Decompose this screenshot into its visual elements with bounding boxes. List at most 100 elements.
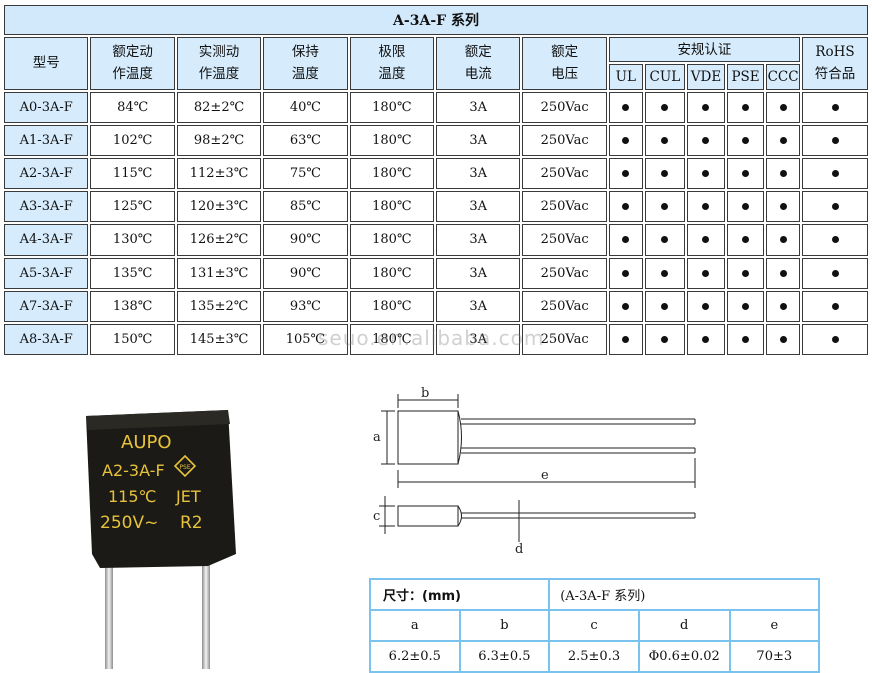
bullet-icon bbox=[702, 170, 710, 178]
dim-col-b: b bbox=[458, 609, 551, 642]
cell-rated: 84℃ bbox=[90, 91, 175, 124]
dim-series: (A-3A-F 系列) bbox=[548, 578, 820, 611]
bullet-icon bbox=[742, 103, 750, 111]
cell-limit: 180℃ bbox=[349, 224, 435, 256]
bullet-icon bbox=[702, 302, 710, 310]
compliance-cell bbox=[686, 191, 726, 223]
photo-voltage: 250V~ bbox=[100, 513, 158, 533]
svg-text:PSE: PSE bbox=[179, 464, 190, 471]
cell-current: 3A bbox=[436, 125, 521, 157]
cell-limit: 180℃ bbox=[349, 125, 435, 157]
header-rated-current: 额定电流 bbox=[436, 37, 521, 90]
cell-rated: 102℃ bbox=[90, 125, 175, 157]
cell-voltage: 250Vac bbox=[522, 191, 607, 223]
cell-model: A8-3A-F bbox=[4, 323, 89, 355]
compliance-cell bbox=[727, 290, 765, 322]
bullet-icon bbox=[702, 203, 710, 211]
bullet-icon bbox=[622, 103, 630, 111]
cell-limit: 180℃ bbox=[349, 191, 435, 223]
header-hold-temp: 保持温度 bbox=[263, 37, 348, 90]
compliance-cell bbox=[727, 257, 765, 289]
dim-val-e: 70±3 bbox=[728, 640, 821, 673]
compliance-cell bbox=[766, 125, 801, 157]
compliance-cell bbox=[766, 290, 801, 322]
bullet-icon bbox=[702, 137, 710, 145]
bullet-icon bbox=[622, 203, 630, 211]
bullet-icon bbox=[661, 269, 669, 277]
cell-model: A0-3A-F bbox=[4, 91, 89, 124]
spec-table: A-3A-F 系列 型号 额定动作温度 实测动作温度 保持温度 极限温度 额定电… bbox=[2, 3, 870, 357]
header-model: 型号 bbox=[4, 37, 89, 90]
dim-col-e: e bbox=[728, 609, 821, 642]
photo-model: A2-3A-F bbox=[102, 461, 165, 480]
cell-current: 3A bbox=[436, 191, 521, 223]
compliance-cell bbox=[802, 323, 868, 355]
cell-actual: 82±2℃ bbox=[176, 91, 262, 124]
cell-hold: 40℃ bbox=[263, 91, 348, 124]
product-photo: PSE AUPO A2-3A-F 115℃ JET 250V~ R2 bbox=[86, 410, 236, 669]
compliance-cell bbox=[608, 125, 643, 157]
bullet-icon bbox=[702, 335, 710, 343]
cell-voltage: 250Vac bbox=[522, 290, 607, 322]
compliance-cell bbox=[727, 224, 765, 256]
bullet-icon bbox=[742, 137, 750, 145]
component-body bbox=[86, 410, 236, 568]
pse-mark-icon: PSE bbox=[173, 454, 197, 478]
bullet-icon bbox=[831, 170, 839, 178]
compliance-cell bbox=[644, 323, 685, 355]
drawing-body-side bbox=[397, 505, 459, 527]
bullet-icon bbox=[661, 335, 669, 343]
bullet-icon bbox=[779, 103, 787, 111]
cell-model: A4-3A-F bbox=[4, 224, 89, 256]
cell-actual: 135±2℃ bbox=[176, 290, 262, 322]
cell-voltage: 250Vac bbox=[522, 125, 607, 157]
cell-voltage: 250Vac bbox=[522, 257, 607, 289]
cell-actual: 145±3℃ bbox=[176, 323, 262, 355]
compliance-cell bbox=[608, 91, 643, 124]
bullet-icon bbox=[831, 203, 839, 211]
header-actual-temp: 实测动作温度 bbox=[176, 37, 262, 90]
cell-voltage: 250Vac bbox=[522, 323, 607, 355]
cell-voltage: 250Vac bbox=[522, 224, 607, 256]
cell-limit: 180℃ bbox=[349, 257, 435, 289]
bullet-icon bbox=[622, 170, 630, 178]
bullet-icon bbox=[779, 170, 787, 178]
dimension-drawing: b a e c d bbox=[373, 386, 696, 554]
compliance-cell bbox=[686, 290, 726, 322]
bullet-icon bbox=[831, 269, 839, 277]
bullet-icon bbox=[702, 236, 710, 244]
header-vde: VDE bbox=[686, 64, 726, 90]
compliance-cell bbox=[644, 224, 685, 256]
bullet-icon bbox=[742, 269, 750, 277]
cell-limit: 180℃ bbox=[349, 323, 435, 355]
bullet-icon bbox=[779, 302, 787, 310]
cell-hold: 90℃ bbox=[263, 257, 348, 289]
compliance-cell bbox=[686, 224, 726, 256]
compliance-cell bbox=[608, 191, 643, 223]
header-rated-voltage: 额定电压 bbox=[522, 37, 607, 90]
compliance-cell bbox=[608, 158, 643, 190]
watermark: seuo.en.alibaba.com bbox=[318, 326, 545, 350]
compliance-cell bbox=[802, 257, 868, 289]
cell-voltage: 250Vac bbox=[522, 91, 607, 124]
bullet-icon bbox=[702, 269, 710, 277]
cell-hold: 90℃ bbox=[263, 224, 348, 256]
bullet-icon bbox=[661, 302, 669, 310]
compliance-cell bbox=[802, 158, 868, 190]
lead-left bbox=[105, 554, 113, 669]
compliance-cell bbox=[802, 191, 868, 223]
cell-model: A3-3A-F bbox=[4, 191, 89, 223]
label-a: a bbox=[373, 430, 381, 445]
dim-val-b: 6.3±0.5 bbox=[458, 640, 551, 673]
label-d: d bbox=[515, 542, 523, 554]
compliance-cell bbox=[686, 125, 726, 157]
header-ul: UL bbox=[608, 64, 643, 90]
bullet-icon bbox=[742, 203, 750, 211]
label-e: e bbox=[541, 468, 549, 483]
